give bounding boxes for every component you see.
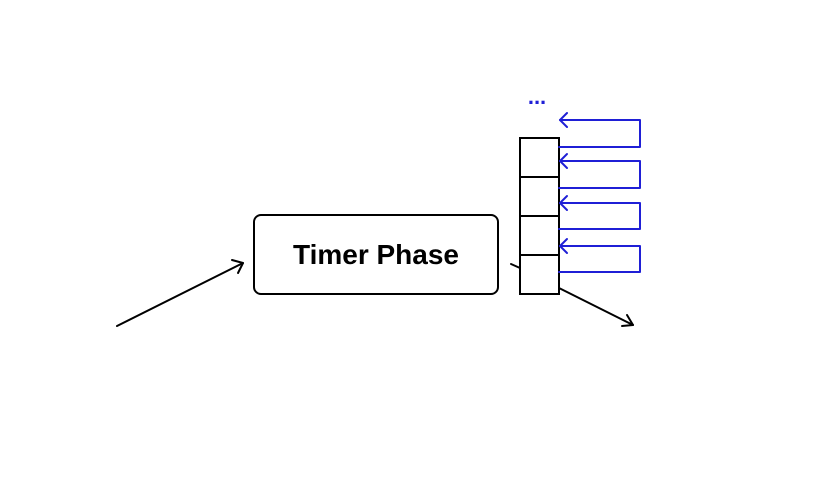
timer-phase-box xyxy=(253,214,499,295)
loop-back-arrows xyxy=(558,112,641,273)
box-to-queue-connector xyxy=(510,263,521,269)
incoming-arrow xyxy=(116,259,244,327)
loop-arrow xyxy=(558,238,641,273)
timer-phase-label: Timer Phase xyxy=(293,239,459,270)
queue-slot xyxy=(519,176,560,217)
queue-ellipsis: ... xyxy=(528,84,546,109)
loop-arrow xyxy=(558,153,641,189)
loop-arrow xyxy=(558,195,641,230)
queue-slot xyxy=(519,137,560,178)
callback-queue xyxy=(519,137,560,295)
outgoing-arrow xyxy=(558,287,634,327)
queue-slot xyxy=(519,254,560,295)
loop-arrow xyxy=(558,112,641,148)
queue-slot xyxy=(519,215,560,256)
